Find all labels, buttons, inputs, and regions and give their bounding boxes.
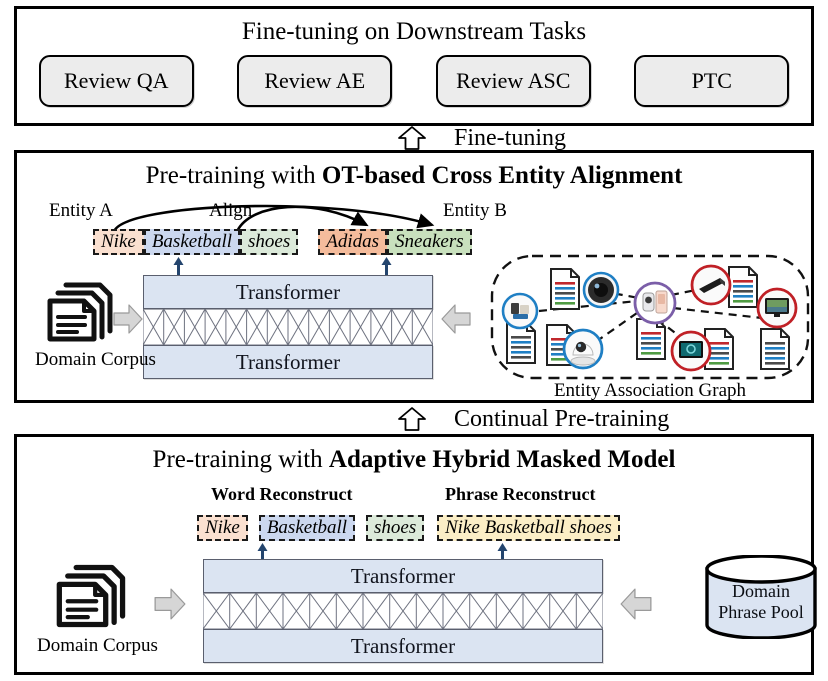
graph-node-security-camera-central	[633, 281, 677, 325]
token-uparrow-icon	[381, 257, 392, 275]
right-block-arrow-icon	[113, 304, 143, 334]
transformer-block-bottom: Transformer	[143, 345, 433, 379]
transformer-block-top: Transformer	[143, 275, 433, 309]
up-arrow-hollow-icon	[398, 126, 426, 150]
fine-tuning-panel-title: Fine-tuning on Downstream Tasks	[241, 18, 587, 45]
ot-panel-title: Pre-training with OT-based Cross Entity …	[17, 163, 811, 188]
domain-phrase-pool: Domain Phrase Pool	[703, 555, 819, 639]
task-button-review-asc[interactable]: Review ASC	[435, 55, 591, 107]
entity-a-label: Entity A	[49, 200, 113, 221]
token-chip-sneakers[interactable]: Sneakers	[387, 229, 472, 255]
transformer-block-top: Transformer	[203, 559, 603, 593]
transformer-block-bottom: Transformer	[203, 629, 603, 663]
token-chip-shoes[interactable]: shoes	[240, 229, 299, 255]
reconstruct-label-row: Word Reconstruct Phrase Reconstruct	[17, 485, 811, 509]
ahmm-panel-title-bold: Adaptive Hybrid Masked Model	[328, 446, 676, 473]
phrase-token-row: Nike Basketball shoes	[437, 515, 620, 541]
database-cylinder-icon	[705, 555, 817, 639]
stacked-documents-icon	[47, 282, 113, 342]
graph-product-nodes	[501, 264, 798, 372]
alignment-arcs	[113, 204, 435, 232]
entity-association-graph-label: Entity Association Graph	[553, 380, 747, 401]
graph-node-tv-screen	[670, 330, 712, 372]
phrase-reconstruct-label: Phrase Reconstruct	[445, 484, 596, 504]
align-arc-shoes-to-adidas	[236, 205, 369, 232]
domain-corpus-label: Domain Corpus	[37, 635, 158, 656]
word-token-chip-nike[interactable]: Nike	[197, 515, 248, 541]
transformer-label: Transformer	[235, 279, 341, 304]
graph-node-soundbar	[690, 264, 732, 306]
graph-node-product-devices	[501, 292, 539, 330]
transformer-stack: Transformer	[143, 275, 433, 379]
fine-tuning-panel: Fine-tuning on Downstream Tasks Review Q…	[14, 6, 814, 126]
graph-boundary	[490, 254, 810, 380]
phrase-pool-line-1: Domain	[732, 581, 790, 601]
graph-node-indoor-camera	[562, 328, 604, 370]
domain-corpus: Domain Corpus	[37, 563, 158, 656]
entity-b-label: Entity B	[443, 200, 507, 221]
up-arrow-hollow-icon	[398, 406, 426, 431]
left-block-arrow-icon	[620, 588, 652, 620]
task-button-label: Review ASC	[456, 68, 571, 93]
ahmm-panel-title-plain: Pre-training with	[152, 446, 329, 473]
domain-corpus: Domain Corpus	[35, 281, 156, 370]
word-token-chip-shoes[interactable]: shoes	[366, 515, 425, 541]
phrase-pool-line-2: Phrase Pool	[718, 601, 804, 622]
graph-node-monitor-landscape	[756, 287, 798, 329]
align-arc-nike-to-sneakers	[113, 204, 435, 232]
token-uparrow-icon	[497, 543, 508, 559]
token-chip-basketball[interactable]: Basketball	[143, 229, 241, 255]
task-button-label: PTC	[691, 68, 732, 93]
transformer-label: Transformer	[350, 633, 456, 658]
domain-phrase-pool-text: Domain Phrase Pool	[703, 581, 819, 622]
transition-label: Continual Pre-training	[454, 405, 670, 432]
left-block-arrow-icon	[441, 304, 471, 334]
transition-fine-tuning: Fine-tuning	[398, 126, 566, 150]
right-block-arrow-icon	[154, 588, 186, 620]
word-token-row: Nike Basketball shoes	[197, 515, 425, 541]
transition-continual-pre-training: Continual Pre-training	[398, 403, 669, 434]
transformer-label: Transformer	[350, 563, 456, 588]
ahmm-panel: Pre-training with Adaptive Hybrid Masked…	[14, 434, 817, 675]
stacked-documents-icon	[56, 564, 126, 628]
task-button-ptc[interactable]: PTC	[634, 55, 790, 107]
ot-panel-title-bold: OT-based Cross Entity Alignment	[321, 162, 683, 189]
word-reconstruct-label: Word Reconstruct	[211, 484, 353, 504]
token-uparrow-icon	[173, 257, 184, 275]
entity-association-graph	[490, 254, 810, 380]
phrase-token-chip[interactable]: Nike Basketball shoes	[437, 515, 620, 541]
ahmm-panel-title: Pre-training with Adaptive Hybrid Masked…	[17, 447, 811, 472]
transition-label: Fine-tuning	[454, 125, 566, 151]
task-button-label: Review AE	[264, 68, 366, 93]
ot-alignment-panel: Pre-training with OT-based Cross Entity …	[14, 150, 814, 403]
ot-panel-title-plain: Pre-training with	[145, 162, 322, 189]
domain-corpus-label: Domain Corpus	[35, 349, 156, 370]
task-button-label: Review QA	[64, 68, 169, 93]
attention-lattice	[203, 593, 603, 629]
attention-lattice	[143, 309, 433, 345]
token-uparrow-icon	[257, 543, 268, 559]
task-button-review-ae[interactable]: Review AE	[237, 55, 393, 107]
transformer-label: Transformer	[235, 349, 341, 374]
graph-node-camera-lens	[582, 271, 620, 309]
word-token-chip-basketball[interactable]: Basketball	[258, 515, 356, 541]
graph-document-icons	[506, 266, 790, 370]
token-chip-adidas[interactable]: Adidas	[318, 229, 388, 255]
task-button-review-qa[interactable]: Review QA	[38, 55, 194, 107]
downstream-task-row: Review QA Review AE Review ASC PTC	[17, 55, 811, 107]
token-chip-nike[interactable]: Nike	[93, 229, 144, 255]
transformer-stack: Transformer	[203, 559, 603, 663]
